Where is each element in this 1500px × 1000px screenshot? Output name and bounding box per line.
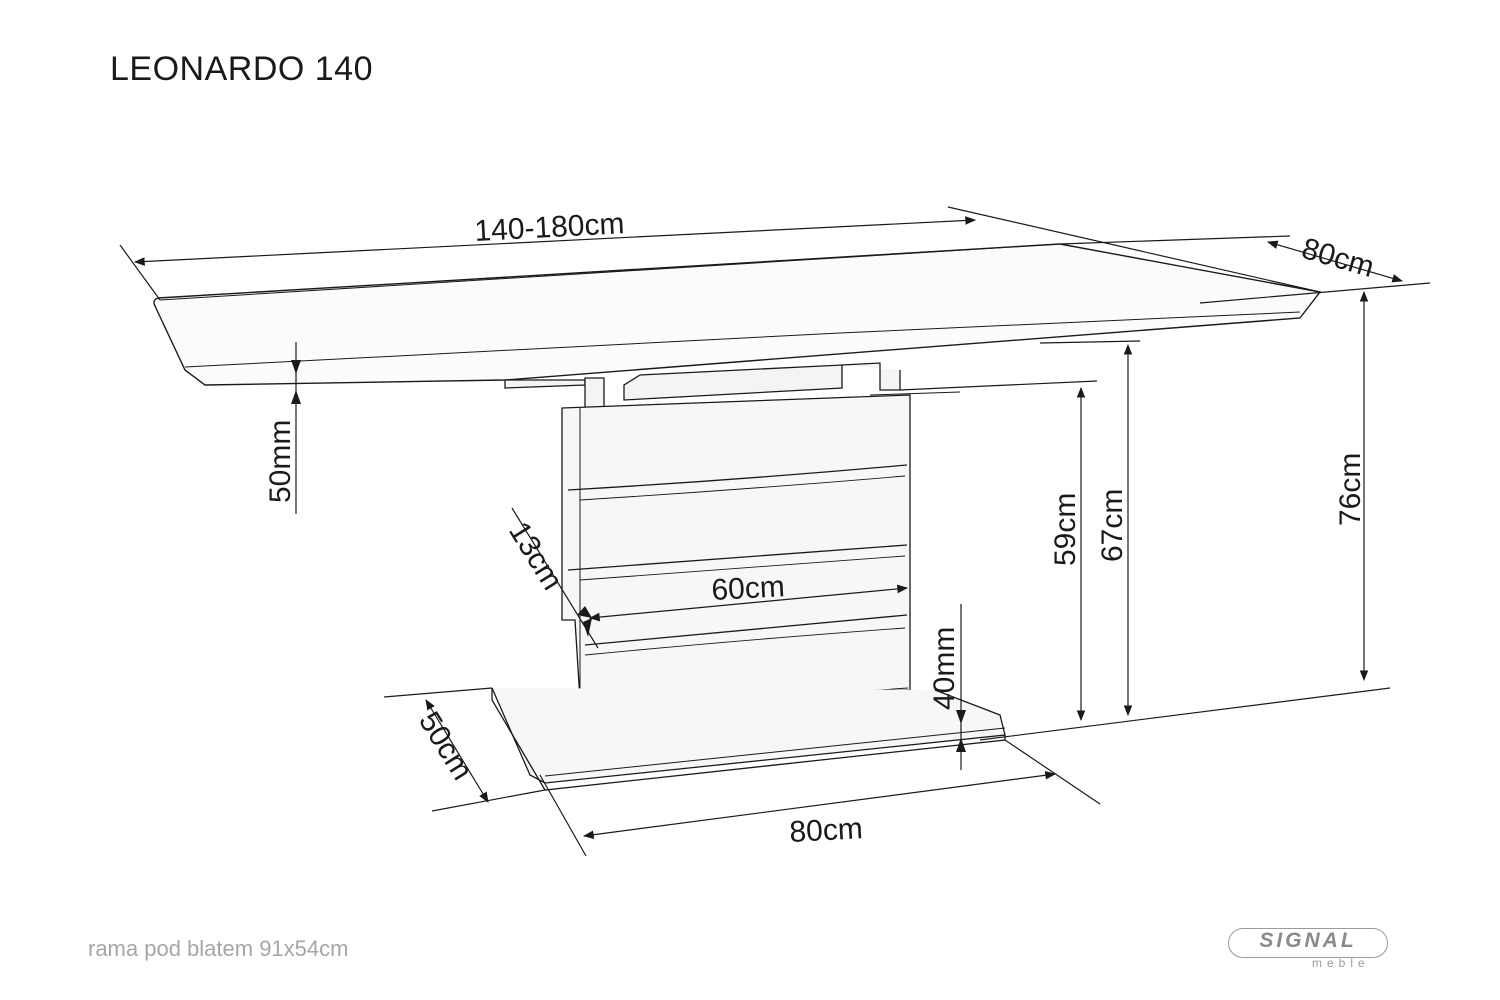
label-top-length: 140-180cm xyxy=(474,207,626,248)
ext-line xyxy=(119,244,161,301)
label-pedestal-width: 60cm xyxy=(711,570,786,607)
dim-base-width xyxy=(582,770,1057,840)
dim-top-length xyxy=(133,216,977,266)
table-top xyxy=(153,243,1322,386)
brand-name: SIGNAL xyxy=(1259,929,1357,952)
top-frame xyxy=(504,362,961,411)
label-total-height: 76cm xyxy=(1334,453,1367,526)
brand-logo: SIGNAL xyxy=(1228,928,1388,962)
brand-subtitle: meble xyxy=(1312,956,1370,970)
label-height-frame: 59cm xyxy=(1049,493,1082,566)
dim-base-depth xyxy=(425,699,489,803)
frame-size-note: rama pod blatem 91x54cm xyxy=(88,936,349,961)
label-base-depth: 50cm xyxy=(412,706,479,786)
dim-pedestal-depth xyxy=(511,507,599,649)
dim-pedestal-width xyxy=(588,584,909,622)
label-pedestal-depth: 13cm xyxy=(502,516,569,596)
label-base-width: 80cm xyxy=(789,812,864,849)
label-height-top-underside: 67cm xyxy=(1096,489,1129,562)
logo-outline xyxy=(1228,928,1388,958)
label-base-thickness: 40mm xyxy=(928,627,961,710)
dim-top-depth xyxy=(1266,240,1404,283)
product-title: LEONARDO 140 xyxy=(110,50,373,88)
label-top-depth: 80cm xyxy=(1298,232,1378,284)
label-top-thickness: 50mm xyxy=(264,420,297,503)
pedestal xyxy=(561,394,911,719)
